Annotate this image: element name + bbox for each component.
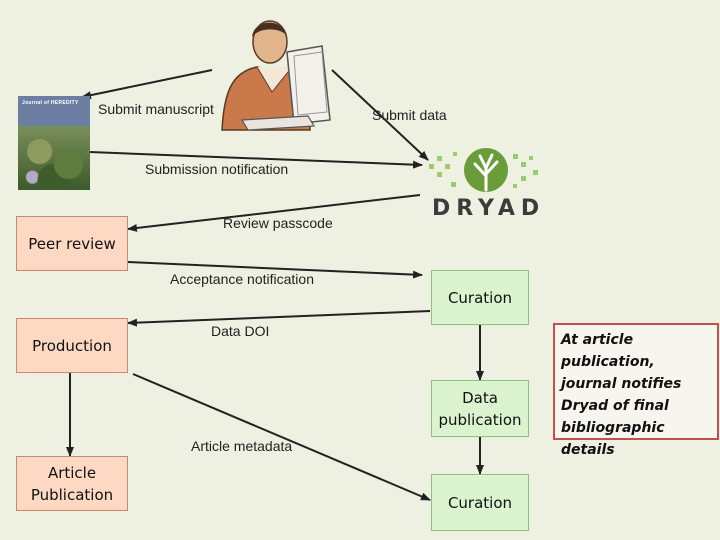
curation-box-bottom: Curation (431, 474, 529, 531)
arrow-data-doi (127, 310, 431, 327)
curation-box-top: Curation (431, 270, 529, 325)
production-label: Production (32, 336, 112, 355)
arrow-submit-data (331, 69, 429, 161)
curation-top-label: Curation (447, 288, 513, 307)
label-data-doi: Data DOI (211, 323, 270, 339)
journal-cover-photo (18, 126, 90, 190)
data-publication-label: Data publication (438, 388, 522, 429)
arrow-acceptance-notification (127, 261, 423, 279)
journal-cover-title: Journal of HEREDITY (22, 100, 79, 106)
curation-bottom-label: Curation (447, 493, 513, 512)
label-submit-manuscript: Submit manuscript (98, 101, 214, 117)
dryad-wordmark: DRYAD (432, 196, 546, 221)
arrow-review-passcode (127, 194, 421, 232)
journal-cover-image: Journal of HEREDITY (18, 96, 90, 190)
label-submission-notification: Submission notification (145, 161, 289, 177)
tree-icon (429, 148, 538, 192)
callout-note: At article publication, journal notifies… (553, 323, 719, 458)
article-publication-box: Article Publication (16, 456, 128, 511)
label-submit-data: Submit data (372, 107, 447, 123)
data-publication-box: Data publication (431, 380, 529, 437)
arrow-submission-notification (89, 151, 423, 169)
label-review-passcode: Review passcode (223, 215, 333, 231)
article-publication-label: Article Publication (30, 463, 114, 504)
label-acceptance-notification: Acceptance notification (170, 271, 314, 287)
arrow-article-metadata (132, 373, 431, 501)
person-at-computer-icon (221, 20, 331, 131)
peer-review-label: Peer review (28, 234, 116, 253)
arrow-submit-manuscript (81, 69, 213, 100)
production-box: Production (16, 318, 128, 373)
label-article-metadata: Article metadata (191, 438, 293, 454)
peer-review-box: Peer review (16, 216, 128, 271)
